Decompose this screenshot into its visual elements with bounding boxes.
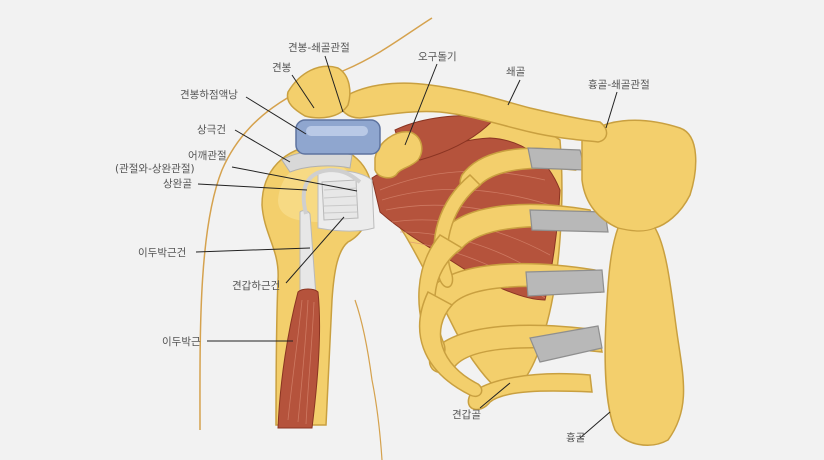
subscapularis-tendon-bands: [322, 180, 358, 220]
armpit-outline: [355, 300, 382, 460]
label-sternum: 흉골: [566, 431, 586, 444]
label-subacromial-bursa: 견봉하점액낭: [180, 88, 238, 101]
label-subscapularis-tendon: 견갑하근건: [232, 279, 280, 292]
label-scapula: 견갑골: [452, 409, 481, 421]
subacromial-bursa: [296, 120, 380, 154]
label-shoulder-joint-sub: (관절와-상완관절): [115, 162, 195, 175]
label-biceps-muscle: 이두박근: [162, 336, 201, 348]
label-shoulder-joint: 어깨관절: [188, 149, 227, 162]
label-acromioclavicular-joint: 견봉-쇄골관절: [288, 41, 350, 54]
label-biceps-tendon: 이두박근건: [138, 247, 186, 259]
label-sternoclavicular-joint: 흉골-쇄골관절: [588, 78, 650, 91]
label-clavicle: 쇄골: [506, 66, 526, 78]
label-supraspinatus-tendon: 상극건: [197, 124, 226, 136]
acromion-bone: [287, 66, 349, 118]
label-humerus: 상완골: [163, 177, 192, 190]
subacromial-bursa-highlight: [306, 126, 368, 136]
label-acromion: 견봉: [272, 62, 292, 74]
label-coracoid-process: 오구돌기: [418, 51, 457, 63]
